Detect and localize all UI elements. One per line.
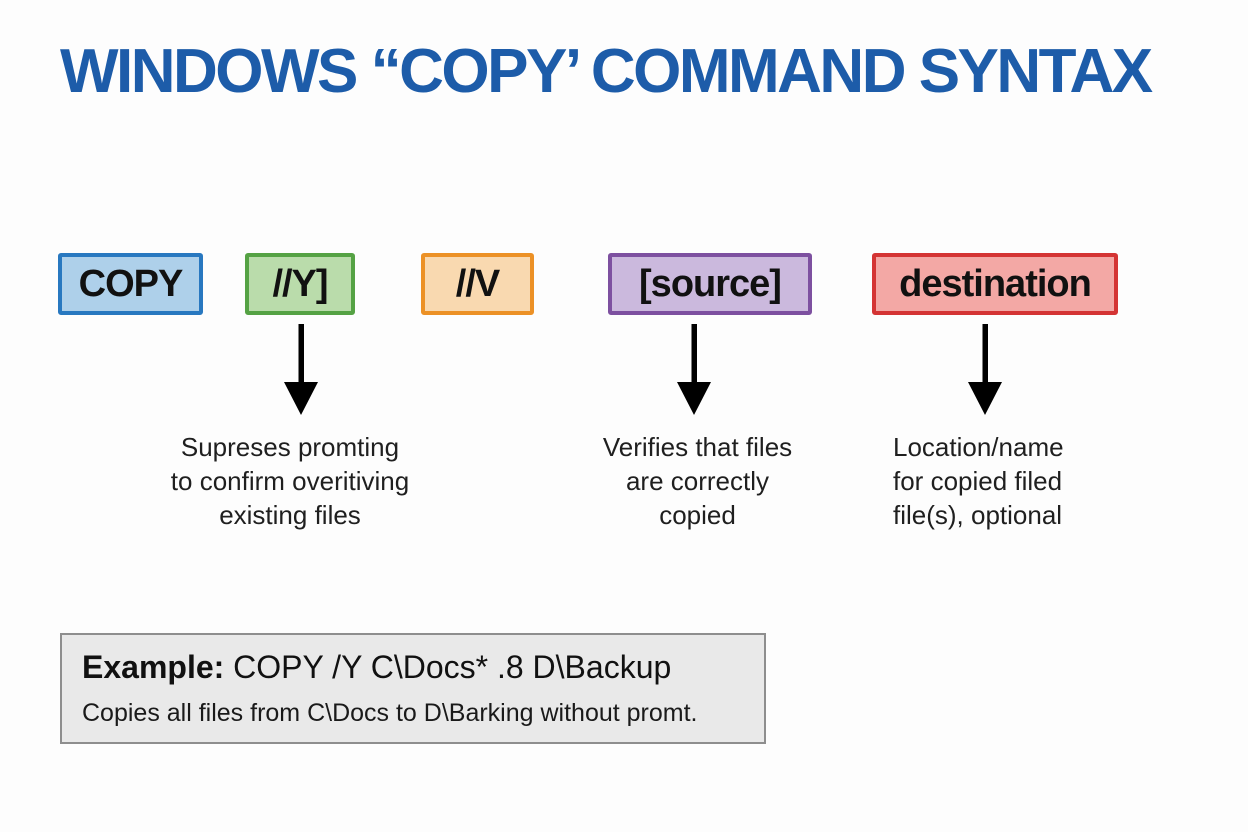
syntax-box-v-switch: //V [421,253,534,315]
syntax-box-y-switch-label: //Y] [272,262,328,305]
example-command-line: Example: COPY /Y C\Docs* .8 D\Backup [82,649,744,686]
syntax-box-y-switch: //Y] [245,253,355,315]
annotation-line: for copied filed [893,466,1063,496]
example-label: Example: [82,649,225,685]
annotation-line: to confirm overitiving [170,466,410,496]
syntax-box-v-switch-label: //V [455,262,500,305]
syntax-box-destination-label: destination [899,262,1092,305]
annotation-line: existing files [219,500,361,530]
page-title: WINDOWS “COPY’ COMMAND SYNTAX [60,37,1153,106]
syntax-box-source-label: [source] [639,262,782,305]
annotation-line: Verifies that files [602,432,793,462]
syntax-box-source: [source] [608,253,812,315]
annotation-line: are correctly [625,466,770,496]
example-command: COPY /Y C\Docs* .8 D\Backup [233,649,672,685]
annotation-line: Location/name [893,432,1064,462]
example-box: Example: COPY /Y C\Docs* .8 D\Backup Cop… [60,633,766,744]
annotation-line: Supreses promting [180,432,400,462]
syntax-box-copy-label: COPY [78,262,184,305]
arrow-down-icon [968,324,1002,415]
example-note: Copies all files from C\Docs to D\Barkin… [82,699,698,727]
annotation-verify-copy: Verifies that files are correctly copied [570,430,825,532]
arrow-down-icon [677,324,711,415]
annotation-line: file(s), optional [893,500,1063,530]
arrow-down-icon [284,324,318,415]
annotation-line: copied [659,500,736,530]
annotation-suppress-prompting: Supreses promting to confirm overitiving… [140,430,440,532]
annotation-destination-location: Location/name for copied filed file(s), … [893,430,1123,532]
syntax-box-copy: COPY [58,253,203,315]
syntax-box-destination: destination [872,253,1118,315]
